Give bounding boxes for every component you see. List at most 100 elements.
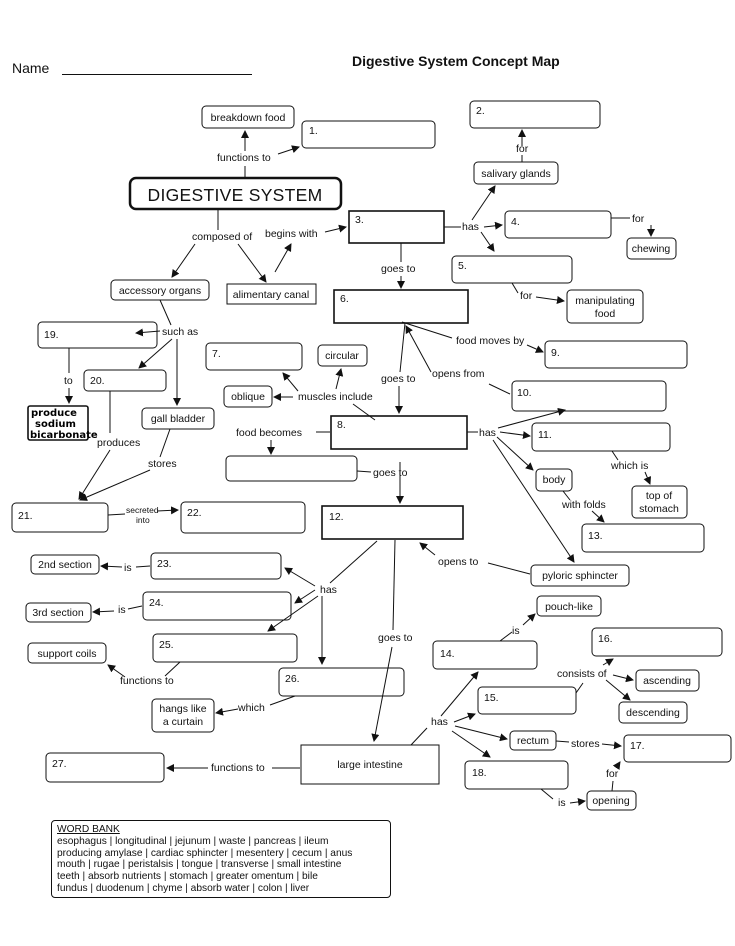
box-pyloric-sphincter (530, 564, 630, 587)
number-21: 21. (18, 510, 33, 522)
link-goes-to-large: goes to (378, 632, 413, 644)
link-has-12: has (320, 584, 337, 596)
box-manipulating-food-label-2: food (595, 308, 616, 320)
number-16: 16. (598, 633, 613, 645)
number-15: 15. (484, 692, 499, 704)
link-with-folds: with folds (561, 499, 606, 511)
box-gall-bladder-label: gall bladder (151, 413, 206, 425)
box-oblique (223, 385, 273, 408)
link-into: into (136, 515, 150, 525)
word-bank-line: esophagus | longitudinal | jejunum | was… (57, 835, 329, 847)
link-is-18: is (558, 797, 566, 809)
link-for-chewing: for (632, 213, 645, 225)
handwritten-line-2: sodium (35, 419, 76, 430)
box-answer-10[interactable] (511, 380, 667, 412)
number-11: 11. (538, 429, 552, 441)
box-answer-26[interactable] (278, 667, 405, 697)
box-salivary-glands-label: salivary glands (481, 168, 550, 180)
box-answer-5[interactable] (451, 255, 573, 284)
box-answer-14[interactable] (432, 640, 538, 670)
link-stores-17: stores (571, 738, 600, 750)
number-9: 9. (551, 347, 560, 359)
box-ascending (635, 669, 700, 692)
box-answer-12[interactable] (321, 505, 464, 540)
number-19: 19. (44, 329, 59, 341)
box-hangs-like-a-curtain (151, 698, 215, 733)
link-food-moves-by: food moves by (456, 335, 525, 347)
box-answer-11[interactable] (531, 422, 671, 452)
box-alimentary-canal (226, 283, 317, 305)
link-which: which (237, 702, 265, 714)
box-answer-22[interactable] (180, 501, 306, 534)
box-answer-24[interactable] (142, 591, 292, 621)
number-2: 2. (476, 105, 485, 117)
box-answer-19[interactable] (37, 321, 158, 349)
box-opening-label: opening (592, 795, 630, 807)
number-3: 3. (355, 214, 364, 226)
link-opens-from: opens from (432, 368, 485, 380)
box-answer-23[interactable] (150, 552, 282, 580)
box-manipulating-food (566, 289, 644, 324)
link-is-23: is (124, 562, 132, 574)
number-13: 13. (588, 530, 603, 542)
main-box-label: DIGESTIVE SYSTEM (148, 185, 323, 205)
box-answer-27[interactable] (45, 752, 165, 783)
handwritten-box (27, 405, 89, 441)
link-is-14: is (512, 625, 520, 637)
link-stores: stores (148, 458, 177, 470)
box-circular-label: circular (325, 350, 359, 362)
link-composed-of: composed of (192, 231, 252, 243)
box-answer-21[interactable] (11, 502, 109, 533)
handwritten-line-3: bicarbonate (30, 430, 98, 441)
box-alimentary-canal-label: alimentary canal (233, 289, 309, 301)
box-descending-label: descending (626, 707, 680, 719)
box-answer-25[interactable] (152, 633, 298, 663)
number-24: 24. (149, 597, 164, 609)
link-functions-to-27: functions to (211, 762, 265, 774)
box-answer-15[interactable] (477, 686, 577, 715)
box-main-digestive-system (128, 176, 343, 211)
box-answer-7[interactable] (205, 342, 303, 371)
link-such-as: such as (162, 326, 198, 338)
link-functions-to-25: functions to (120, 675, 174, 687)
box-top-of-stomach (631, 485, 688, 519)
box-answer-17[interactable] (623, 734, 732, 763)
handwritten-line-1: produce (31, 408, 77, 419)
link-opens-to: opens to (438, 556, 478, 568)
box-support-coils (27, 642, 107, 664)
box-answer-2[interactable] (469, 100, 601, 129)
box-answer-13[interactable] (581, 523, 705, 553)
box-answer-1[interactable] (301, 120, 436, 149)
box-body (535, 468, 573, 492)
box-hangs-like-label-2: a curtain (163, 716, 203, 728)
link-secreted: secreted (126, 505, 159, 515)
box-opening (586, 790, 637, 811)
box-body-label: body (543, 474, 567, 486)
word-bank: WORD BANK esophagus | longitudinal | jej… (51, 820, 391, 898)
number-17: 17. (630, 740, 645, 752)
link-goes-to-12: goes to (373, 467, 408, 479)
box-answer-20[interactable] (83, 369, 167, 392)
box-answer-8[interactable] (330, 415, 468, 450)
number-10: 10. (517, 387, 532, 399)
number-27: 27. (52, 758, 67, 770)
box-descending (618, 701, 688, 724)
word-bank-line: producing amylase | cardiac sphincter | … (57, 847, 353, 859)
number-4: 4. (511, 216, 520, 228)
number-7: 7. (212, 348, 221, 360)
box-top-of-stomach-label-1: top of (646, 490, 672, 502)
box-answer-18[interactable] (464, 760, 569, 790)
word-bank-line: mouth | rugae | peristalsis | tongue | t… (57, 859, 342, 871)
box-chewing-label: chewing (632, 243, 671, 255)
box-answer-4[interactable] (504, 210, 612, 239)
box-answer-16[interactable] (591, 627, 723, 657)
box-blank-food-becomes[interactable] (225, 455, 358, 482)
link-is-24: is (118, 604, 126, 616)
box-answer-6[interactable] (333, 289, 469, 324)
box-2nd-section (30, 554, 100, 575)
link-consists-of: consists of (557, 668, 607, 680)
box-answer-9[interactable] (544, 340, 688, 369)
box-2nd-section-label: 2nd section (38, 559, 92, 571)
word-bank-title: WORD BANK (57, 824, 120, 835)
number-22: 22. (187, 507, 202, 519)
